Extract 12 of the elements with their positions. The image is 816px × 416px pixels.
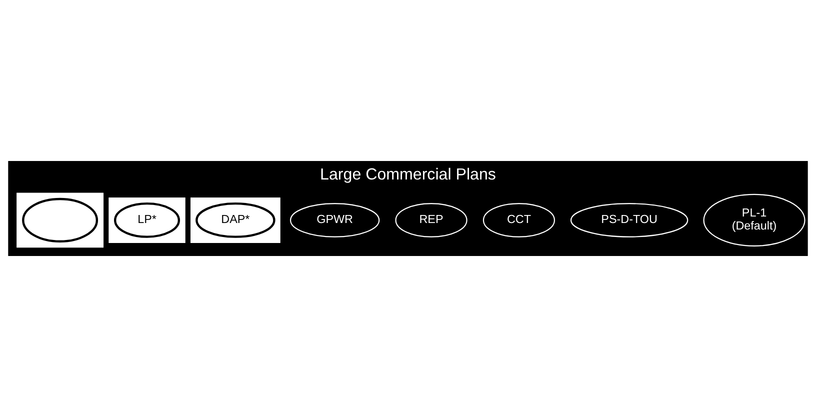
node-ellipse: REP [395,202,468,237]
node-ellipse: LP* [114,202,180,238]
node-ellipse: PL-1 (Default) [703,193,806,246]
node-ellipse [22,197,98,242]
cluster [190,196,280,242]
cluster [16,192,104,248]
node-ellipse: CCT [482,202,556,237]
cluster [108,196,186,242]
node-ellipse: GPWR [290,202,380,237]
diagram-title: Large Commercial Plans [320,165,496,184]
node-ellipse: PS-D-TOU [570,202,688,237]
node-ellipse: DAP* [196,202,276,238]
